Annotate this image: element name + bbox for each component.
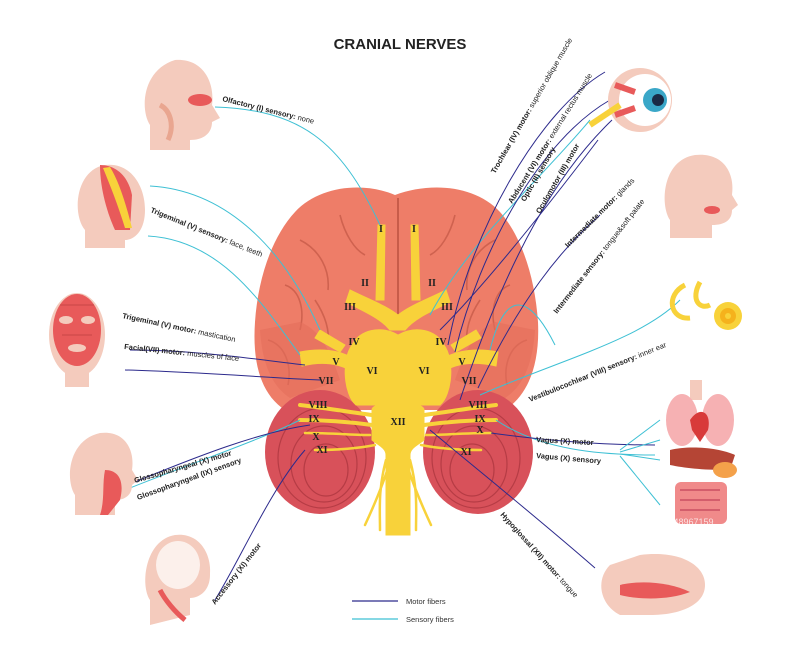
nerve-x-right: X <box>476 425 484 436</box>
head-throat-illustration <box>69 432 138 515</box>
nerve-iv-left: IV <box>348 337 360 348</box>
nerve-ix-left: IX <box>308 414 320 425</box>
nerve-xii: XII <box>390 417 405 428</box>
watermark-id: ID:1348967159 <box>652 517 714 527</box>
nerve-x-left: X <box>312 432 320 443</box>
watermark: VCG ID:1348967159 <box>594 512 714 534</box>
nerve-iv-right: IV <box>435 337 447 348</box>
nerve-viii-left: VIII <box>309 400 328 411</box>
nerve-v-left: V <box>332 357 340 368</box>
label-trochlear-motor: Trochlear (IV) motor: superior oblique m… <box>489 36 574 175</box>
label-vagus-sensory: Vagus (X) sensory <box>536 451 602 466</box>
legend-motor-label: Motor fibers <box>406 597 446 606</box>
label-trigeminal-motor: Trigeminal (V) motor: mastication <box>122 311 237 344</box>
nerve-iii-right: III <box>441 302 453 313</box>
nerve-i-left: I <box>379 224 383 235</box>
head-tongue-illustration <box>601 554 705 615</box>
nerve-structures <box>298 224 499 536</box>
organs-illustration <box>666 380 737 524</box>
sensory-lines <box>124 106 681 491</box>
label-vestibulocochlear-sensory: Vestibulocochlear (VIII) sensory: inner … <box>527 340 668 404</box>
nerve-vi-right: VI <box>418 366 429 377</box>
watermark-logo: VCG <box>594 512 637 534</box>
nerve-v-right: V <box>458 357 466 368</box>
motor-lines <box>124 71 656 601</box>
nerve-vii-right: VII <box>461 376 476 387</box>
nerve-ii-left: II <box>361 278 369 289</box>
label-intermediate-motor: Intermediate motor: glands <box>563 176 636 249</box>
nerve-ix-right: IX <box>474 414 486 425</box>
label-accessory-motor: Accessory (XI) motor <box>209 541 263 606</box>
label-trigeminal-sensory: Trigeminal (V) sensory: face, teeth <box>149 206 264 259</box>
label-facial-motor: Facial(VII) motor: muscles of face <box>124 342 240 363</box>
nerve-xi-right: XI <box>460 447 471 458</box>
nerve-viii-right: VIII <box>469 400 488 411</box>
brain <box>254 187 539 536</box>
vagus-branches <box>619 419 661 506</box>
head-facial-muscles-illustration <box>49 293 105 387</box>
nerve-vi-left: VI <box>366 366 377 377</box>
nerve-xi-left: XI <box>316 445 327 456</box>
head-neck-illustration <box>145 534 211 625</box>
eye-illustration <box>588 68 672 132</box>
connecting-lines <box>124 71 681 601</box>
label-hypoglossal-motor: Hypoglossal (XII) motor: tongue <box>499 510 580 599</box>
legend: Motor fibers Sensory fibers <box>352 597 454 624</box>
diagram-title: CRANIAL NERVES <box>334 36 467 53</box>
inner-ear-illustration <box>669 280 742 330</box>
head-nose-illustration <box>144 59 220 150</box>
head-face-sensory-illustration <box>77 164 145 248</box>
label-olfactory: Olfactory (I) sensory: none <box>222 94 316 126</box>
head-glands-illustration <box>664 154 738 238</box>
nerve-ii-right: II <box>428 278 436 289</box>
roman-numerals: I I II II III III IV IV V V VI VI VII VI… <box>308 224 487 458</box>
nerve-i-right: I <box>412 224 416 235</box>
nerve-vii-left: VII <box>318 376 333 387</box>
nerve-iii-left: III <box>344 302 356 313</box>
label-vagus-motor: Vagus (X) motor <box>536 435 594 447</box>
legend-sensory-label: Sensory fibers <box>406 615 454 624</box>
